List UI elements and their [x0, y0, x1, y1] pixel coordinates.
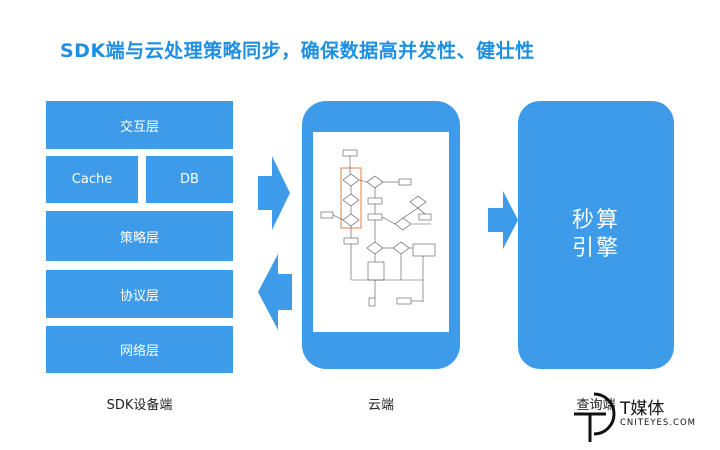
interaction-layer: 交互层	[46, 101, 233, 149]
engine-label-line2: 引擎	[571, 236, 620, 261]
logo-url: CNITEYES.COM	[620, 418, 696, 428]
engine-caption: 查询端	[576, 398, 616, 413]
strategy-layer: 策略层	[46, 211, 233, 261]
engine-label-line1: 秒算	[571, 208, 620, 233]
logo-name: T媒体	[620, 399, 665, 419]
cloud-caption: 云端	[367, 398, 394, 413]
arrow-left-to-sdk	[258, 254, 292, 330]
sdk-caption: SDK设备端	[106, 398, 173, 413]
protocol-layer: 协议层	[46, 270, 233, 318]
logo-mark-icon	[574, 392, 616, 442]
flowchart-image	[320, 149, 436, 307]
calc-engine-block: 秒算 引擎	[518, 101, 674, 369]
cloud-flowchart-screen	[313, 132, 449, 332]
arrow-right-to-engine	[488, 191, 518, 249]
slide-title: SDK端与云处理策略同步，确保数据高并发性、健壮性	[60, 40, 535, 62]
db-layer: DB	[146, 156, 233, 203]
arrow-right-to-cloud	[258, 156, 290, 230]
network-layer: 网络层	[46, 326, 233, 373]
cache-layer: Cache	[46, 156, 138, 203]
cloud-phone	[302, 101, 460, 369]
tmedia-logo: T媒体 CNITEYES.COM	[572, 388, 712, 444]
